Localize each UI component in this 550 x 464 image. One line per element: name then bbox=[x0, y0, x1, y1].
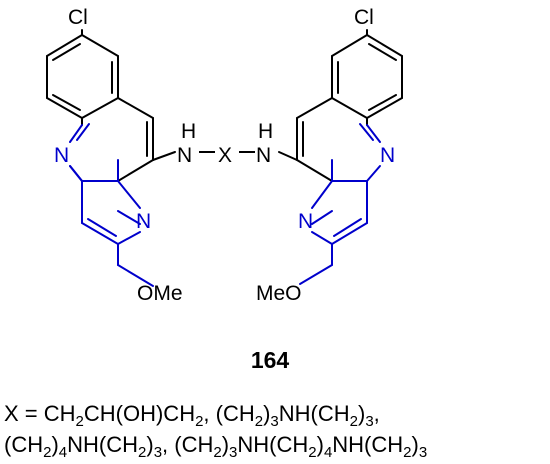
linker-definition-line-2: (CH2)4NH(CH2)3, (CH2)3NH(CH2)4NH(CH2)3 bbox=[4, 432, 427, 461]
right-methoxy-label: MeO bbox=[256, 282, 302, 305]
right-aza-rings-blue bbox=[299, 123, 381, 285]
linker-definition-line-1: X = CH2CH(OH)CH2, (CH2)3NH(CH2)3, bbox=[4, 401, 380, 430]
linker-x-label: X bbox=[218, 144, 232, 167]
left-ring-nitrogen-label: N bbox=[54, 144, 69, 167]
right-amine-n-label: N bbox=[256, 144, 271, 167]
left-central-ring-black bbox=[81, 97, 176, 182]
right-central-ring-black bbox=[278, 97, 368, 182]
left-benzo-ring bbox=[46, 29, 119, 119]
left-aza-rings-blue bbox=[69, 123, 154, 287]
left-amine-h-label: H bbox=[181, 120, 196, 143]
right-acridine-unit bbox=[278, 29, 403, 285]
left-lower-ring-blue bbox=[69, 165, 83, 182]
right-amine-h-label: H bbox=[258, 120, 273, 143]
left-amine-n-label: N bbox=[177, 144, 192, 167]
right-pyridine-nitrogen-label: N bbox=[298, 210, 313, 233]
left-chlorine-label: Cl bbox=[68, 6, 88, 29]
left-methoxy-label: OMe bbox=[137, 282, 183, 305]
compound-number: 164 bbox=[251, 347, 290, 373]
left-pyridine-nitrogen-label: N bbox=[136, 210, 151, 233]
right-benzo-ring bbox=[331, 29, 403, 119]
left-acridine-unit bbox=[46, 29, 176, 287]
right-ring-nitrogen-label: N bbox=[380, 144, 395, 167]
right-chlorine-label: Cl bbox=[354, 6, 374, 29]
